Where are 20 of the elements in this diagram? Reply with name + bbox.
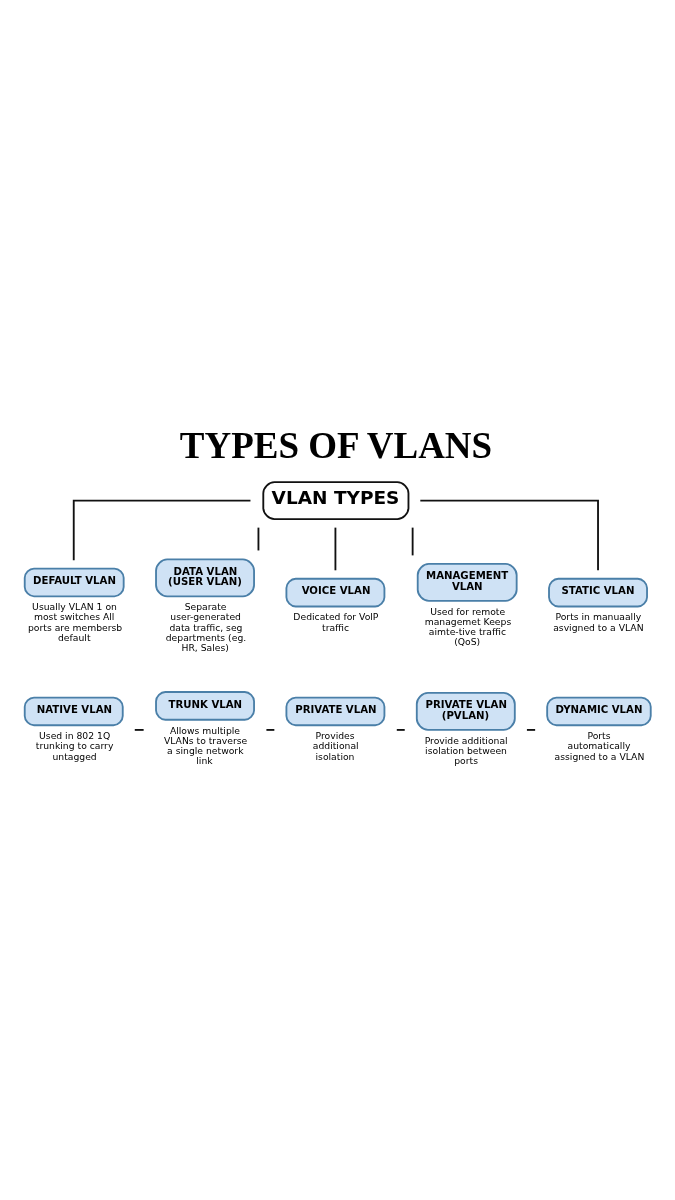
connector bbox=[395, 729, 406, 731]
node-label: Used for remote managemet Keeps aimte-tive traffic (QoS) bbox=[424, 605, 512, 648]
connector bbox=[334, 526, 337, 572]
connector bbox=[257, 526, 260, 552]
node-label: Used in 802 1Q trunking to carry untagged bbox=[35, 730, 114, 762]
node-label: Ports in manuaally asvigned to a VLAN bbox=[553, 611, 644, 633]
node-label: Dedicated for VolP traffic bbox=[293, 611, 379, 633]
node-label: Provide additional isolation between ports bbox=[424, 734, 508, 767]
connector bbox=[265, 729, 276, 731]
connector bbox=[419, 499, 599, 572]
connector bbox=[72, 499, 252, 562]
diagram-title: TYPES OF VLANS bbox=[179, 425, 493, 467]
node-label: Separate user-generated data traffic, seg departments (eg. HR, Sales) bbox=[165, 601, 247, 653]
node-label: Provides additional isolation bbox=[312, 730, 359, 762]
node-label: Allows multiple VLANs to traverse a single network link bbox=[163, 724, 248, 767]
connector bbox=[133, 729, 145, 731]
connector bbox=[411, 526, 414, 557]
node-label: Ports automatically assigned to a VLAN bbox=[554, 730, 645, 762]
node-label: Usually VLAN 1 on most switches All ports are membersb default bbox=[27, 601, 123, 643]
connector bbox=[526, 729, 537, 731]
